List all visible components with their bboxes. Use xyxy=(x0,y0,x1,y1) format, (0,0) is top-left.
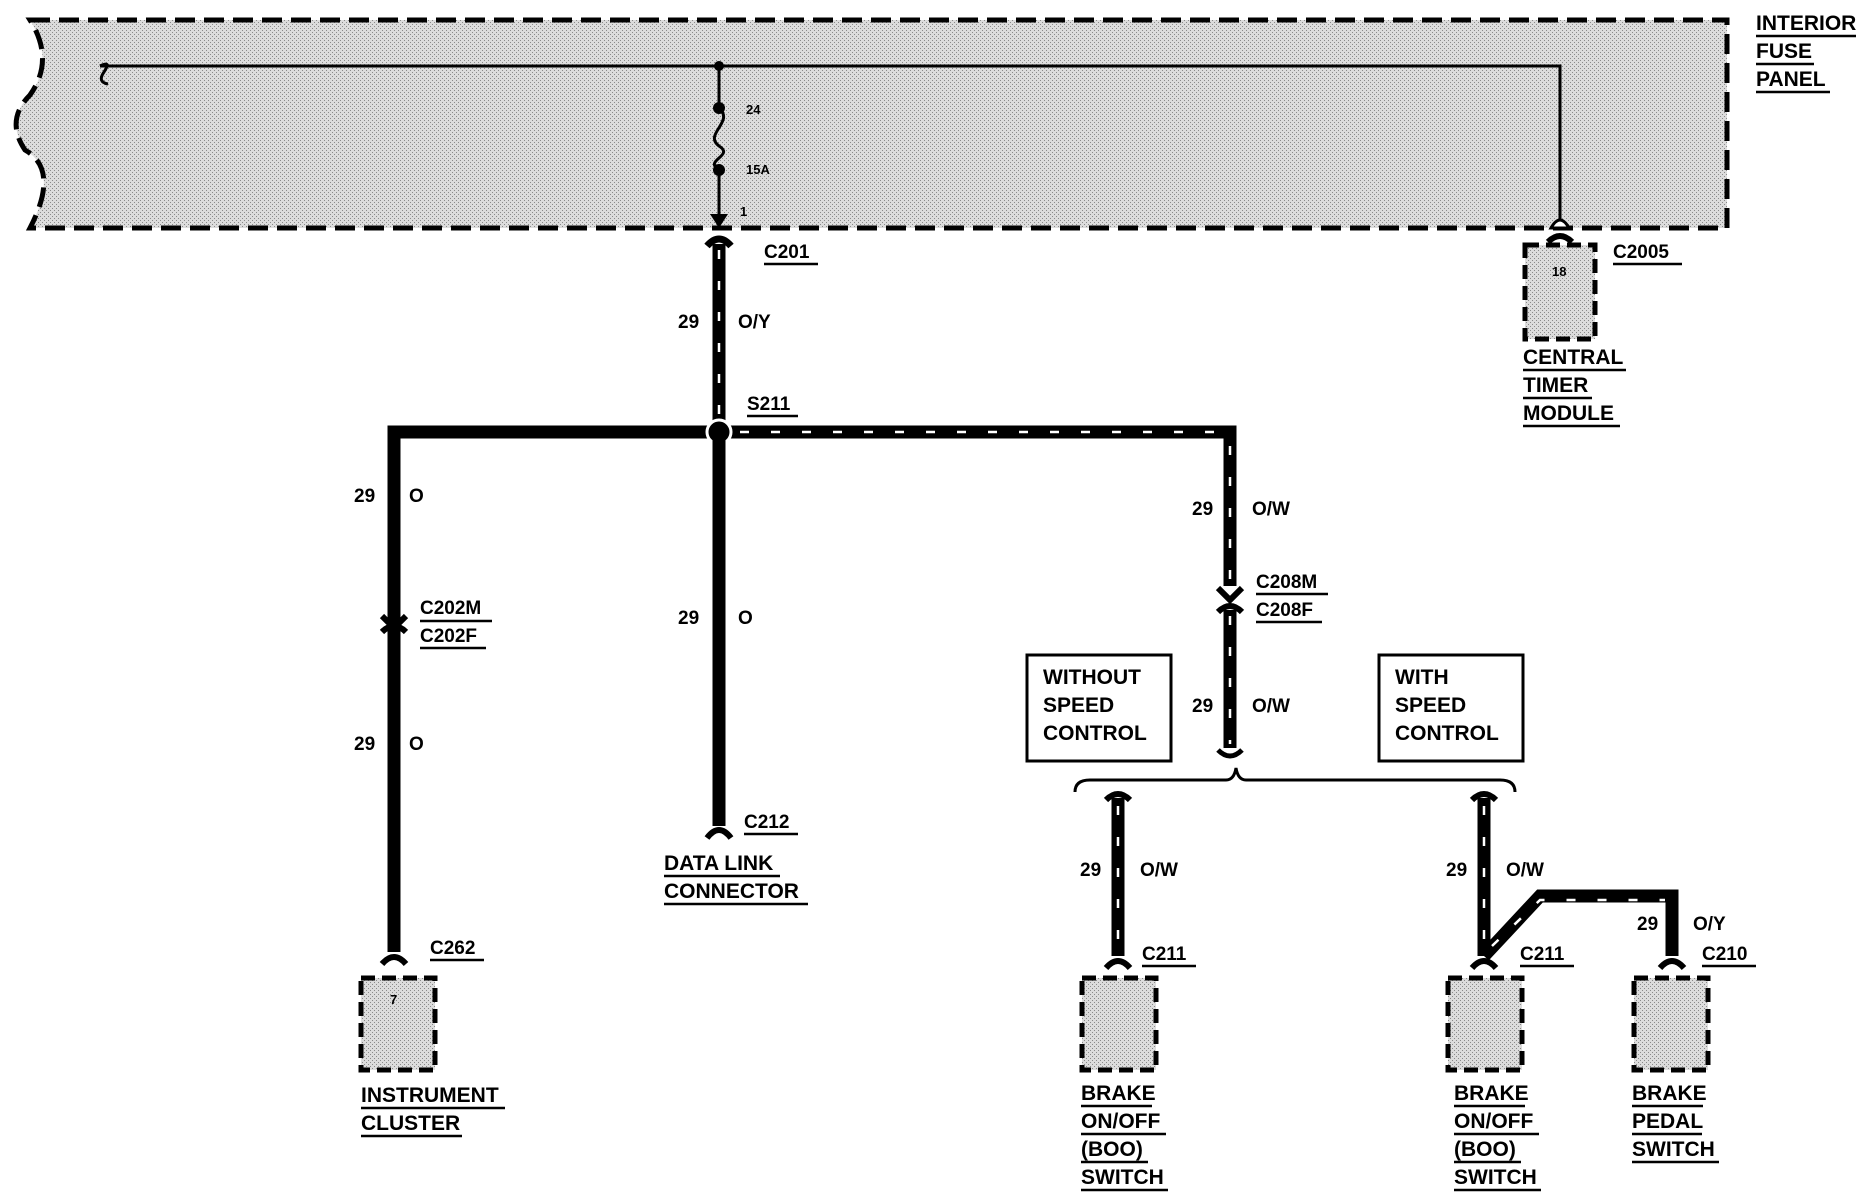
fuse-panel-outline xyxy=(13,17,1730,231)
c201-label: C201 xyxy=(764,242,810,263)
with-speed-control-2: SPEED xyxy=(1395,694,1466,717)
fuse-rating: 15A xyxy=(746,162,770,177)
without-speed-control-3: CONTROL xyxy=(1043,722,1147,745)
boo-right-label-1: BRAKE xyxy=(1454,1082,1529,1105)
s211-label: S211 xyxy=(747,394,791,415)
without-speed-control-2: SPEED xyxy=(1043,694,1114,717)
central-timer-module-box xyxy=(1522,242,1598,342)
bus-line xyxy=(100,64,1562,220)
boo-left-label-4: SWITCH xyxy=(1081,1166,1164,1189)
c211-left-label: C211 xyxy=(1142,944,1187,965)
c211-right-top-icon xyxy=(1469,791,1499,803)
wire5-color: O/W xyxy=(1252,499,1290,520)
wire9-color: O/Y xyxy=(1693,914,1726,935)
wire-s211-c208 xyxy=(719,425,1237,586)
fuse-panel-label-1: INTERIOR xyxy=(1756,12,1856,35)
with-speed-control-box xyxy=(1377,653,1525,763)
wire6-color: O/W xyxy=(1252,696,1290,717)
cluster-label-2: CLUSTER xyxy=(361,1112,460,1135)
c208f-label: C208F xyxy=(1256,600,1313,621)
fuse-icon xyxy=(712,106,726,172)
c262-connector-icon xyxy=(379,954,409,967)
dlc-label-2: CONNECTOR xyxy=(664,880,799,903)
c2005-label: C2005 xyxy=(1613,242,1669,263)
boo-left-label-3: (BOO) xyxy=(1081,1138,1143,1161)
wire1-color: O/Y xyxy=(738,312,771,333)
fuse-dot-top xyxy=(714,61,724,71)
c212-connector-icon xyxy=(704,827,734,840)
central-timer-module: 18 xyxy=(1522,233,1598,342)
c211-left-connector-icon xyxy=(1103,958,1133,971)
c262-pin: 7 xyxy=(390,992,397,1007)
c212-label: C212 xyxy=(744,812,789,833)
bus-hook-icon xyxy=(99,62,109,86)
wire3-circuit: 29 xyxy=(354,734,375,755)
pedal-label-2: PEDAL xyxy=(1632,1110,1703,1133)
wire-boo-to-pedal xyxy=(1479,889,1679,961)
split-connector-icon xyxy=(1216,748,1244,759)
wire7-circuit: 29 xyxy=(1080,860,1101,881)
fuse-top-pin: 24 xyxy=(746,102,761,117)
c211-left-top-icon xyxy=(1103,791,1133,803)
wire4-circuit: 29 xyxy=(678,608,699,629)
pedal-label-3: SWITCH xyxy=(1632,1138,1715,1161)
wire5-circuit: 29 xyxy=(1192,499,1213,520)
c2005-terminal-icon xyxy=(1548,218,1572,230)
wire2-circuit: 29 xyxy=(354,486,375,507)
c2005-connector-icon xyxy=(1545,233,1575,245)
wire1-circuit: 29 xyxy=(678,312,699,333)
cluster-label-1: INSTRUMENT xyxy=(361,1084,499,1107)
fuse-panel-label-2: FUSE xyxy=(1756,40,1812,63)
dlc-label-1: DATA LINK xyxy=(664,852,773,875)
ctm-label-3: MODULE xyxy=(1523,402,1614,425)
fuse-panel-label-3: PANEL xyxy=(1756,68,1826,91)
boo-switch-left-box xyxy=(1079,975,1159,1073)
boo-left-label-1: BRAKE xyxy=(1081,1082,1156,1105)
wire6-circuit: 29 xyxy=(1192,696,1213,717)
boo-right-label-2: ON/OFF xyxy=(1454,1110,1533,1133)
wire3-color: O xyxy=(409,734,424,755)
ctm-label-1: CENTRAL xyxy=(1523,346,1623,369)
without-speed-control-1: WITHOUT xyxy=(1043,666,1141,689)
wire4-color: O xyxy=(738,608,753,629)
c208-connector-icon xyxy=(1215,585,1245,615)
with-speed-control-1: WITH xyxy=(1395,666,1449,689)
fuse-bottom-pin: 1 xyxy=(740,204,747,219)
wire8-circuit: 29 xyxy=(1446,860,1467,881)
with-speed-control-3: CONTROL xyxy=(1395,722,1499,745)
wire-s211-cluster xyxy=(387,425,719,952)
c202f-label: C202F xyxy=(420,626,477,647)
boo-switch-right-box xyxy=(1445,975,1525,1073)
wire-boo-to-pedal-stripe xyxy=(1491,898,1665,947)
interior-fuse-panel: 24 15A 1 xyxy=(13,17,1730,231)
c211-right-label: C211 xyxy=(1520,944,1565,965)
boo-right-label-3: (BOO) xyxy=(1454,1138,1516,1161)
c202m-label: C202M xyxy=(420,598,481,619)
c211-right-connector-icon xyxy=(1469,958,1499,971)
wire7-color: O/W xyxy=(1140,860,1178,881)
boo-left-label-2: ON/OFF xyxy=(1081,1110,1160,1133)
c210-connector-icon xyxy=(1657,958,1687,971)
wire2-color: O xyxy=(409,486,424,507)
c202-connector-icon xyxy=(379,613,409,635)
c201-connector-icon xyxy=(704,235,734,249)
wire9-circuit: 29 xyxy=(1637,914,1658,935)
c210-label: C210 xyxy=(1702,944,1747,965)
ctm-label-2: TIMER xyxy=(1523,374,1588,397)
c208m-label: C208M xyxy=(1256,572,1317,593)
wire8-color: O/W xyxy=(1506,860,1544,881)
c2005-pin: 18 xyxy=(1552,264,1566,279)
brake-pedal-switch-box xyxy=(1631,975,1711,1073)
option-brace xyxy=(1073,767,1517,793)
fuse-arrow-icon xyxy=(710,214,728,228)
pedal-label-1: BRAKE xyxy=(1632,1082,1707,1105)
boo-right-label-4: SWITCH xyxy=(1454,1166,1537,1189)
without-speed-control-box xyxy=(1025,653,1173,763)
c262-label: C262 xyxy=(430,938,475,959)
instrument-cluster-box xyxy=(358,975,438,1073)
